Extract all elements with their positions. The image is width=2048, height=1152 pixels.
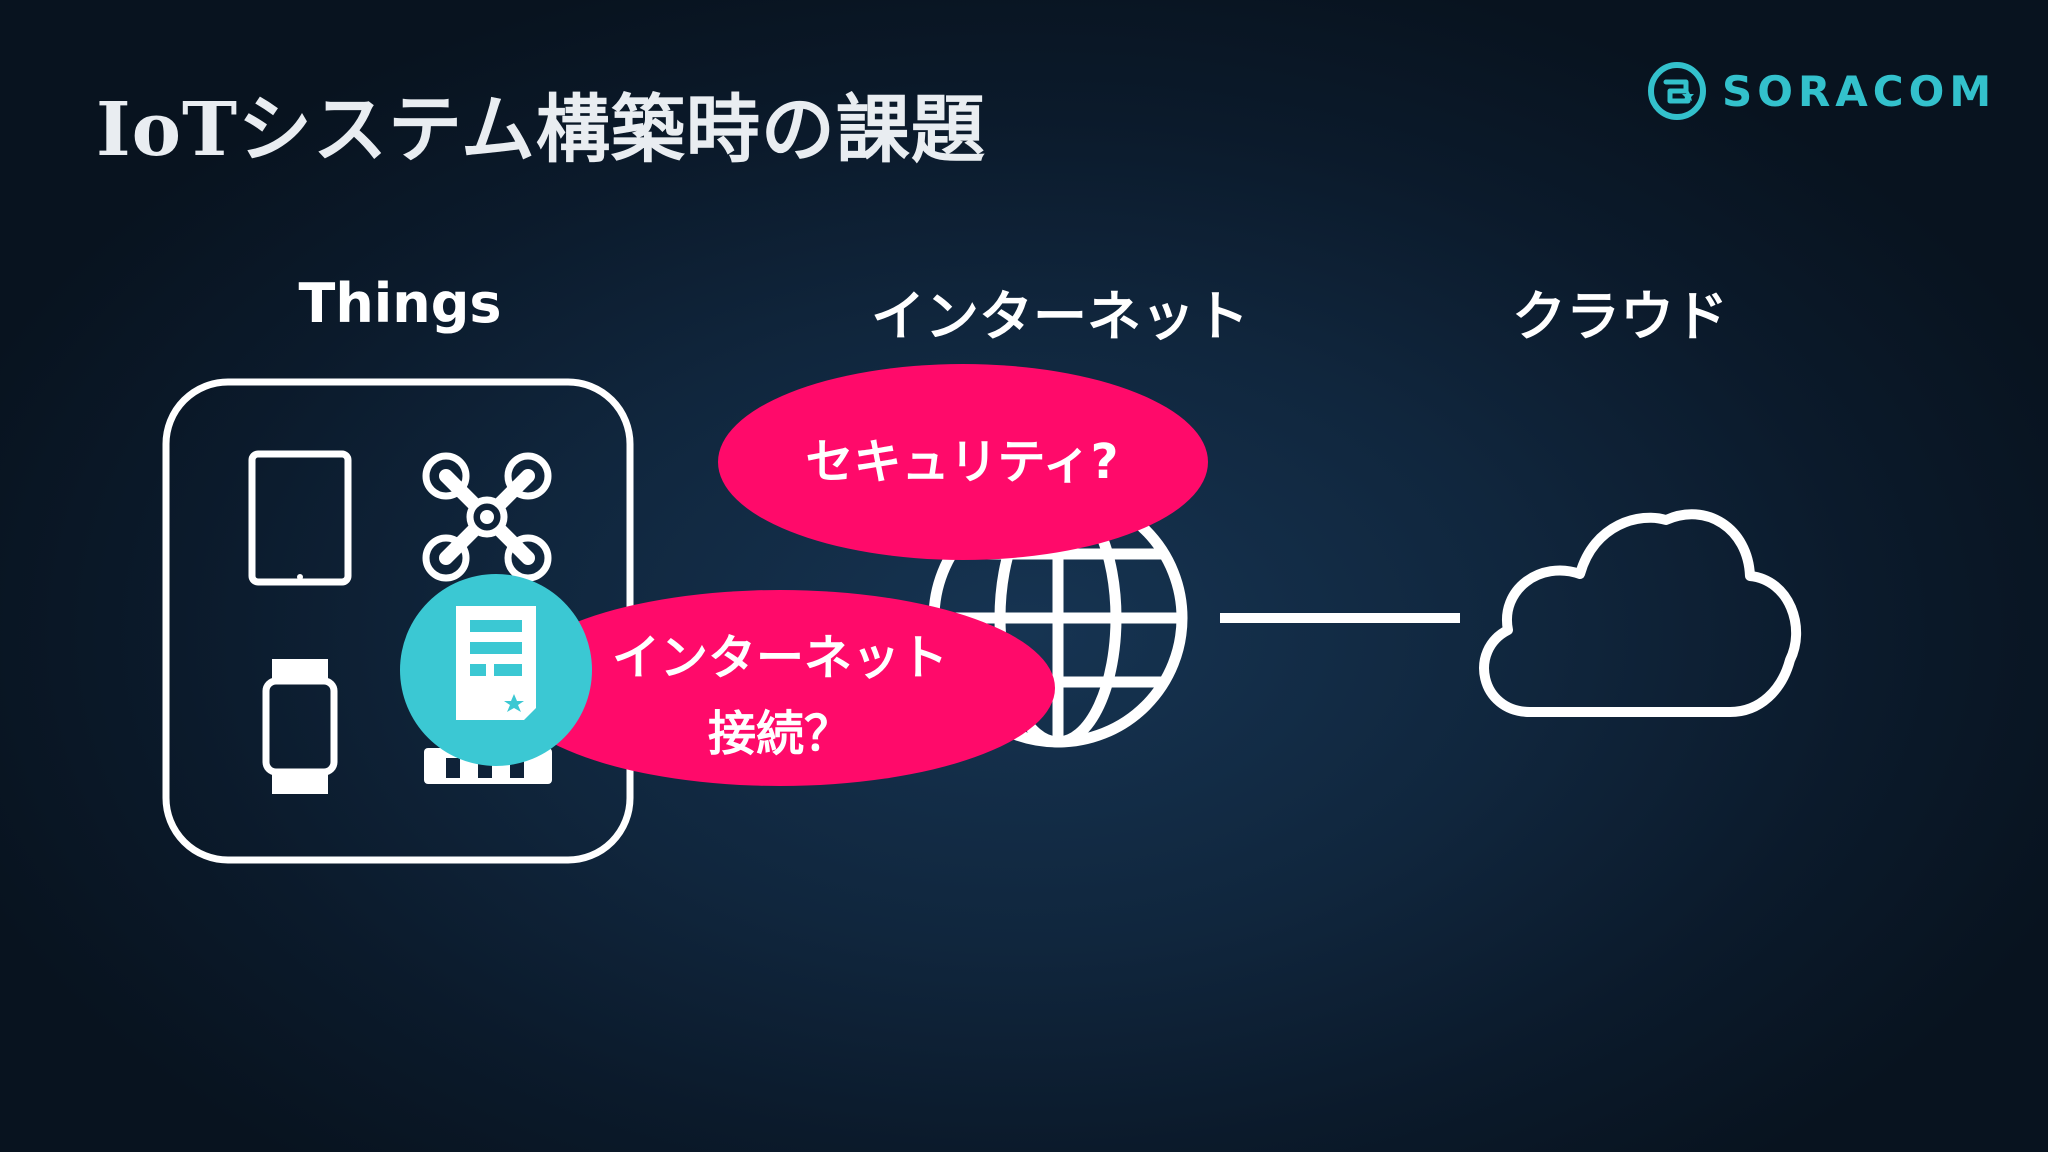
connection-callout-shape bbox=[505, 590, 1055, 786]
connection-callout-text: インターネット 接続？ bbox=[580, 620, 980, 772]
drone-icon bbox=[422, 452, 552, 582]
smartwatch-icon bbox=[262, 659, 338, 794]
tablet-icon bbox=[248, 450, 352, 586]
heading-cloud: クラウド bbox=[1512, 285, 1728, 348]
soracom-logo: SORACOM bbox=[1646, 56, 1996, 126]
cloud-icon bbox=[1479, 509, 1802, 717]
heading-internet: インターネット bbox=[871, 285, 1249, 348]
connection-callout-line2: 接続？ bbox=[707, 706, 852, 762]
connection-callout-line1: インターネット bbox=[611, 630, 948, 686]
heading-things: Things bbox=[298, 272, 502, 335]
security-callout-text: セキュリティ? bbox=[805, 434, 1119, 490]
security-callout-shape bbox=[718, 364, 1208, 560]
soracom-logo-icon bbox=[1648, 62, 1706, 120]
sim-card-icon bbox=[400, 574, 592, 766]
slide-title: IoTシステム構築時の課題 bbox=[96, 87, 986, 173]
logo-text: SORACOM bbox=[1722, 66, 1997, 116]
